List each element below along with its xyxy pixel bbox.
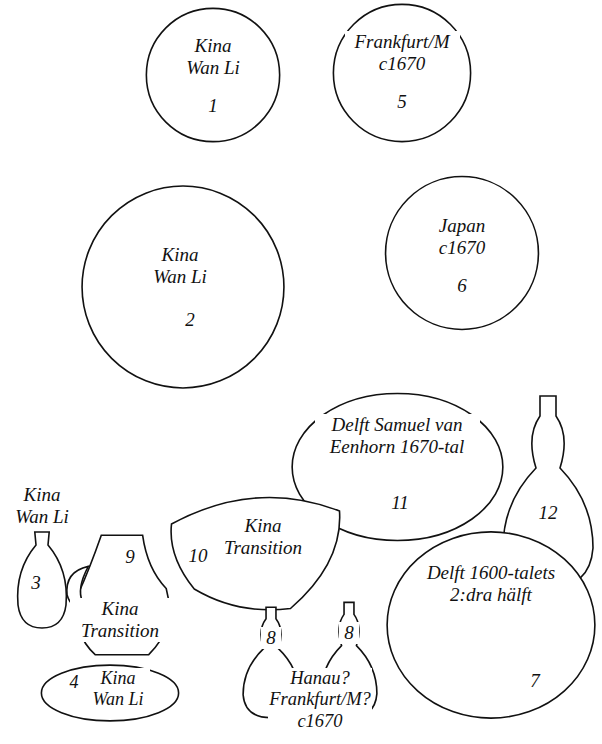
dish-outline: Delft 1600-talets 2:dra hälft 7: [385, 530, 597, 720]
callout-number: 1: [198, 95, 228, 117]
callout-number: 8: [261, 627, 281, 649]
item-label: Kina Wan Li: [86, 668, 150, 709]
dish-outline-outline: [385, 530, 597, 720]
dish-outline: 4Kina Wan Li: [40, 664, 180, 722]
callout-number: 6: [447, 275, 477, 297]
item-label: Japan c1670: [431, 215, 493, 259]
callout-number: 5: [387, 91, 417, 113]
jug-outline: 9Kina Transition: [60, 530, 178, 660]
callout-number: 10: [185, 545, 211, 567]
plate-circle: Kina Wan Li 1: [145, 7, 281, 143]
callout-number: 11: [385, 492, 415, 514]
item-label: Frankfurt/M c1670: [345, 31, 460, 75]
plate-circle: Kina Wan Li 2: [80, 184, 286, 390]
callout-number: 9: [120, 546, 140, 568]
item-label: Kina Transition: [70, 598, 170, 642]
item-label: Kina Wan Li: [182, 35, 244, 79]
item-label: Delft Samuel van Eenhorn 1670-tal: [315, 414, 480, 458]
callout-number: 8: [339, 622, 359, 644]
callout-number: 4: [67, 672, 81, 693]
item-label: Kina Wan Li: [149, 244, 211, 288]
vase-outline: Kina Wan Li3: [12, 530, 72, 630]
plate-circle: Frankfurt/M c1670 5: [332, 3, 472, 143]
attribution-note: Hanau? Frankfurt/M? c1670: [268, 668, 372, 732]
plate-circle: Japan c1670 6: [384, 175, 540, 331]
callout-number: 3: [26, 572, 46, 594]
item-label: Delft 1600-talets 2:dra hälft: [426, 562, 556, 606]
callout-number: 2: [175, 309, 205, 331]
bowl-outline: Kina Transition10: [168, 485, 343, 615]
callout-number: 7: [520, 670, 550, 692]
callout-number: 12: [533, 502, 563, 524]
item-label: Kina Transition: [208, 515, 318, 559]
item-label: Kina Wan Li: [10, 484, 74, 528]
